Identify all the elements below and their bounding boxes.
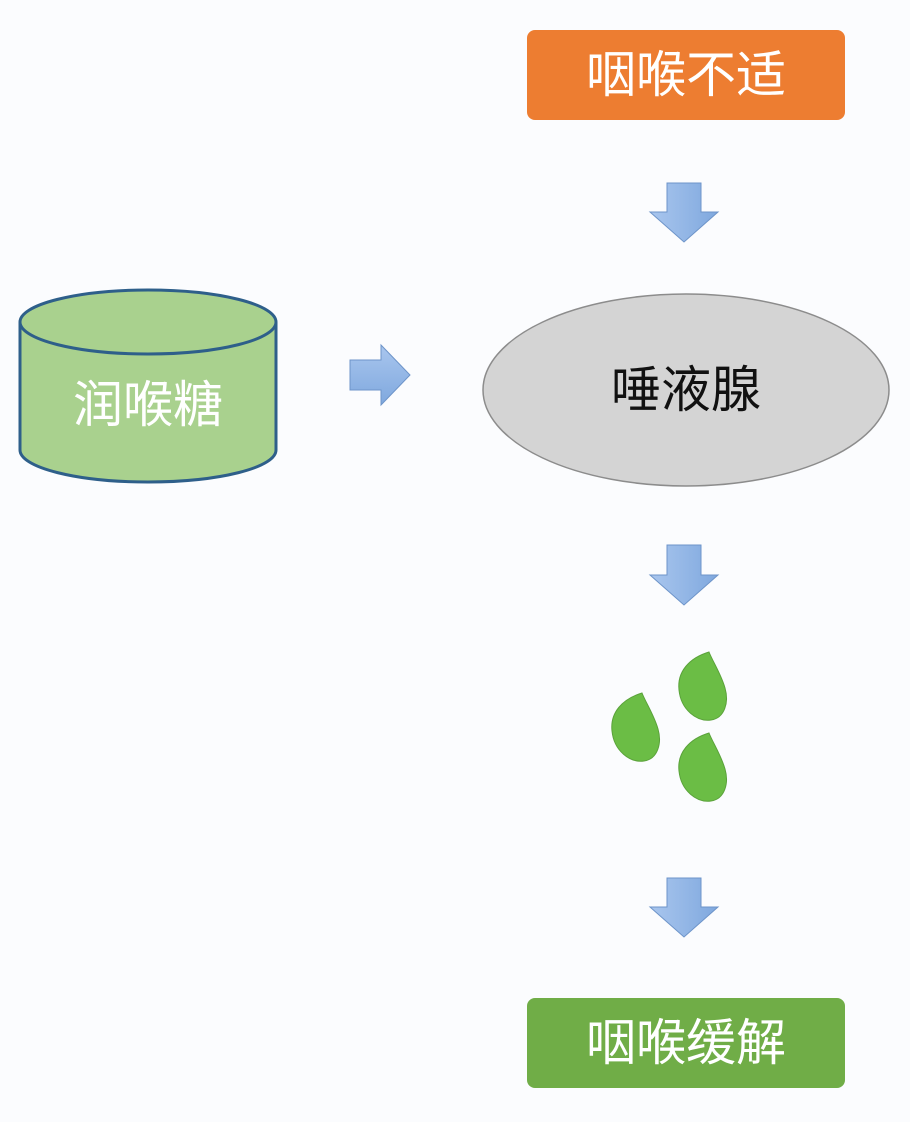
- saliva-drop-icon: [611, 692, 660, 762]
- saliva-drop-icon: [678, 732, 727, 802]
- arrow-down-icon: [648, 877, 720, 938]
- saliva-drop-icon: [678, 651, 727, 721]
- salivary-gland-label: 唾液腺: [611, 361, 761, 419]
- salivary-gland-ellipse: 唾液腺: [482, 293, 890, 487]
- throat-relief-label: 咽喉缓解: [586, 1014, 786, 1072]
- throat-discomfort-label: 咽喉不适: [586, 46, 786, 104]
- arrow-down-icon: [648, 182, 720, 243]
- lozenge-cylinder: 润喉糖: [18, 288, 278, 484]
- lozenge-label: 润喉糖: [73, 376, 223, 434]
- throat-relief-box: 咽喉缓解: [527, 998, 845, 1088]
- throat-discomfort-box: 咽喉不适: [527, 30, 845, 120]
- arrow-down-icon: [648, 544, 720, 606]
- arrow-right-icon: [349, 343, 411, 407]
